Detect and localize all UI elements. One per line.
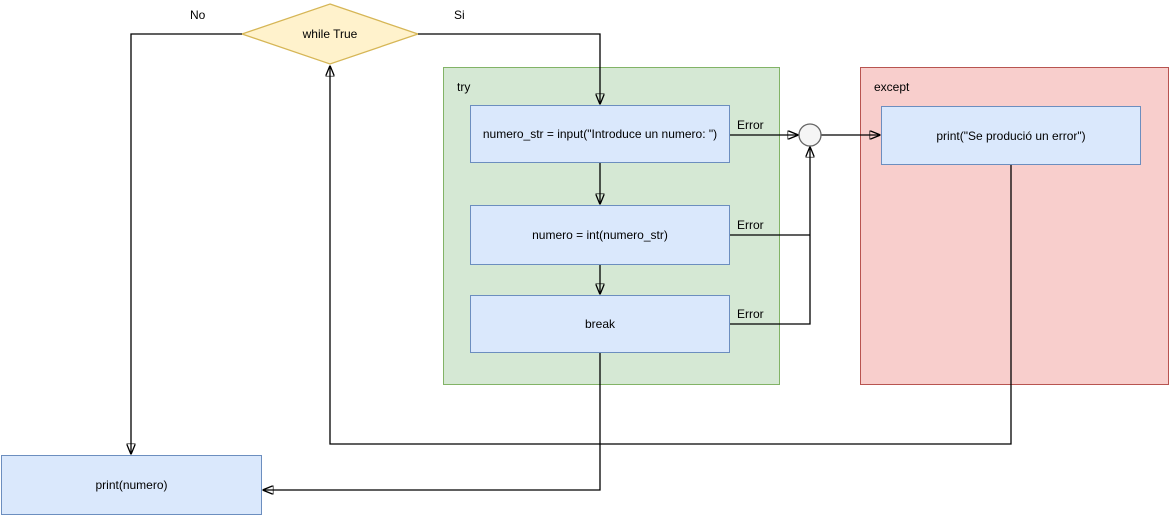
step-convert-int[interactable]: numero = int(numero_str) xyxy=(470,205,730,265)
edge-label-error-3: Error xyxy=(737,307,764,321)
try-label: try xyxy=(457,80,471,94)
decision-label: while True xyxy=(302,27,358,41)
edge-label-no: No xyxy=(190,8,206,22)
step-print-error[interactable]: print("Se produció un error") xyxy=(881,106,1141,165)
decision-node[interactable]: while True xyxy=(242,4,418,64)
step-print-number[interactable]: print(numero) xyxy=(1,455,262,515)
edge-label-error-1: Error xyxy=(737,118,764,132)
step-break[interactable]: break xyxy=(470,295,730,353)
except-label: except xyxy=(874,80,910,94)
edge-label-si: Si xyxy=(454,8,465,22)
connector-no-branch xyxy=(131,33,242,454)
error-junction-node[interactable] xyxy=(798,123,822,147)
step-input-number[interactable]: numero_str = input("Introduce un numero:… xyxy=(470,105,730,163)
edge-label-error-2: Error xyxy=(737,218,764,232)
